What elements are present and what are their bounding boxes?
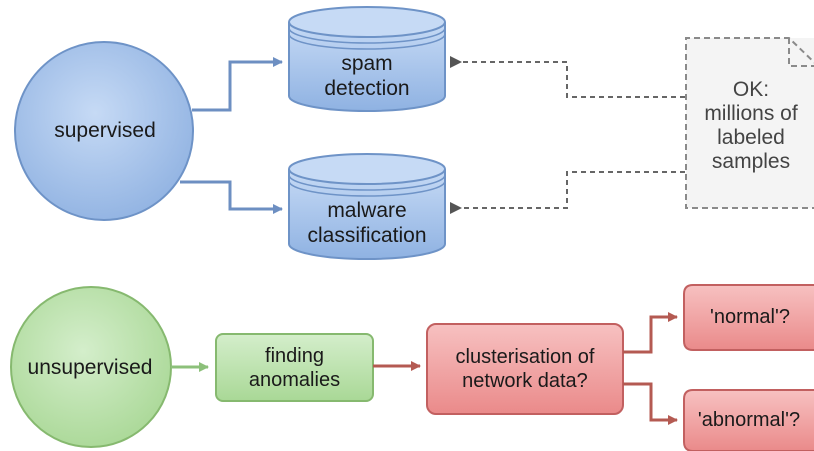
clusterisation-label: clusterisation of network data? xyxy=(455,346,595,392)
supervised-label: supervised xyxy=(54,119,156,143)
dashed-arrow-note-to-malware xyxy=(450,171,685,214)
spam-detection-label: spam detection xyxy=(324,51,410,100)
arrow-clusterisation-to-normal xyxy=(623,312,678,354)
note-node xyxy=(685,37,814,209)
normal-label: 'normal'? xyxy=(710,306,790,328)
normal-node xyxy=(683,284,814,351)
malware-classification-node xyxy=(288,153,446,260)
spam-detection-node xyxy=(288,6,446,112)
abnormal-label: 'abnormal'? xyxy=(697,409,801,431)
malware-classification-label: malware classification xyxy=(307,198,427,247)
finding-anomalies-label: finding anomalies xyxy=(248,345,341,391)
dashed-arrow-note-to-spam xyxy=(450,56,685,98)
arrow-supervised-to-spam xyxy=(192,57,283,112)
unsupervised-label: unsupervised xyxy=(27,356,153,380)
clusterisation-node xyxy=(426,323,624,415)
note-label: OK: millions of labeled samples xyxy=(704,77,798,174)
arrow-clusterisation-to-abnormal xyxy=(623,382,678,425)
supervised-node xyxy=(14,41,194,221)
arrow-supervised-to-malware xyxy=(180,180,283,214)
